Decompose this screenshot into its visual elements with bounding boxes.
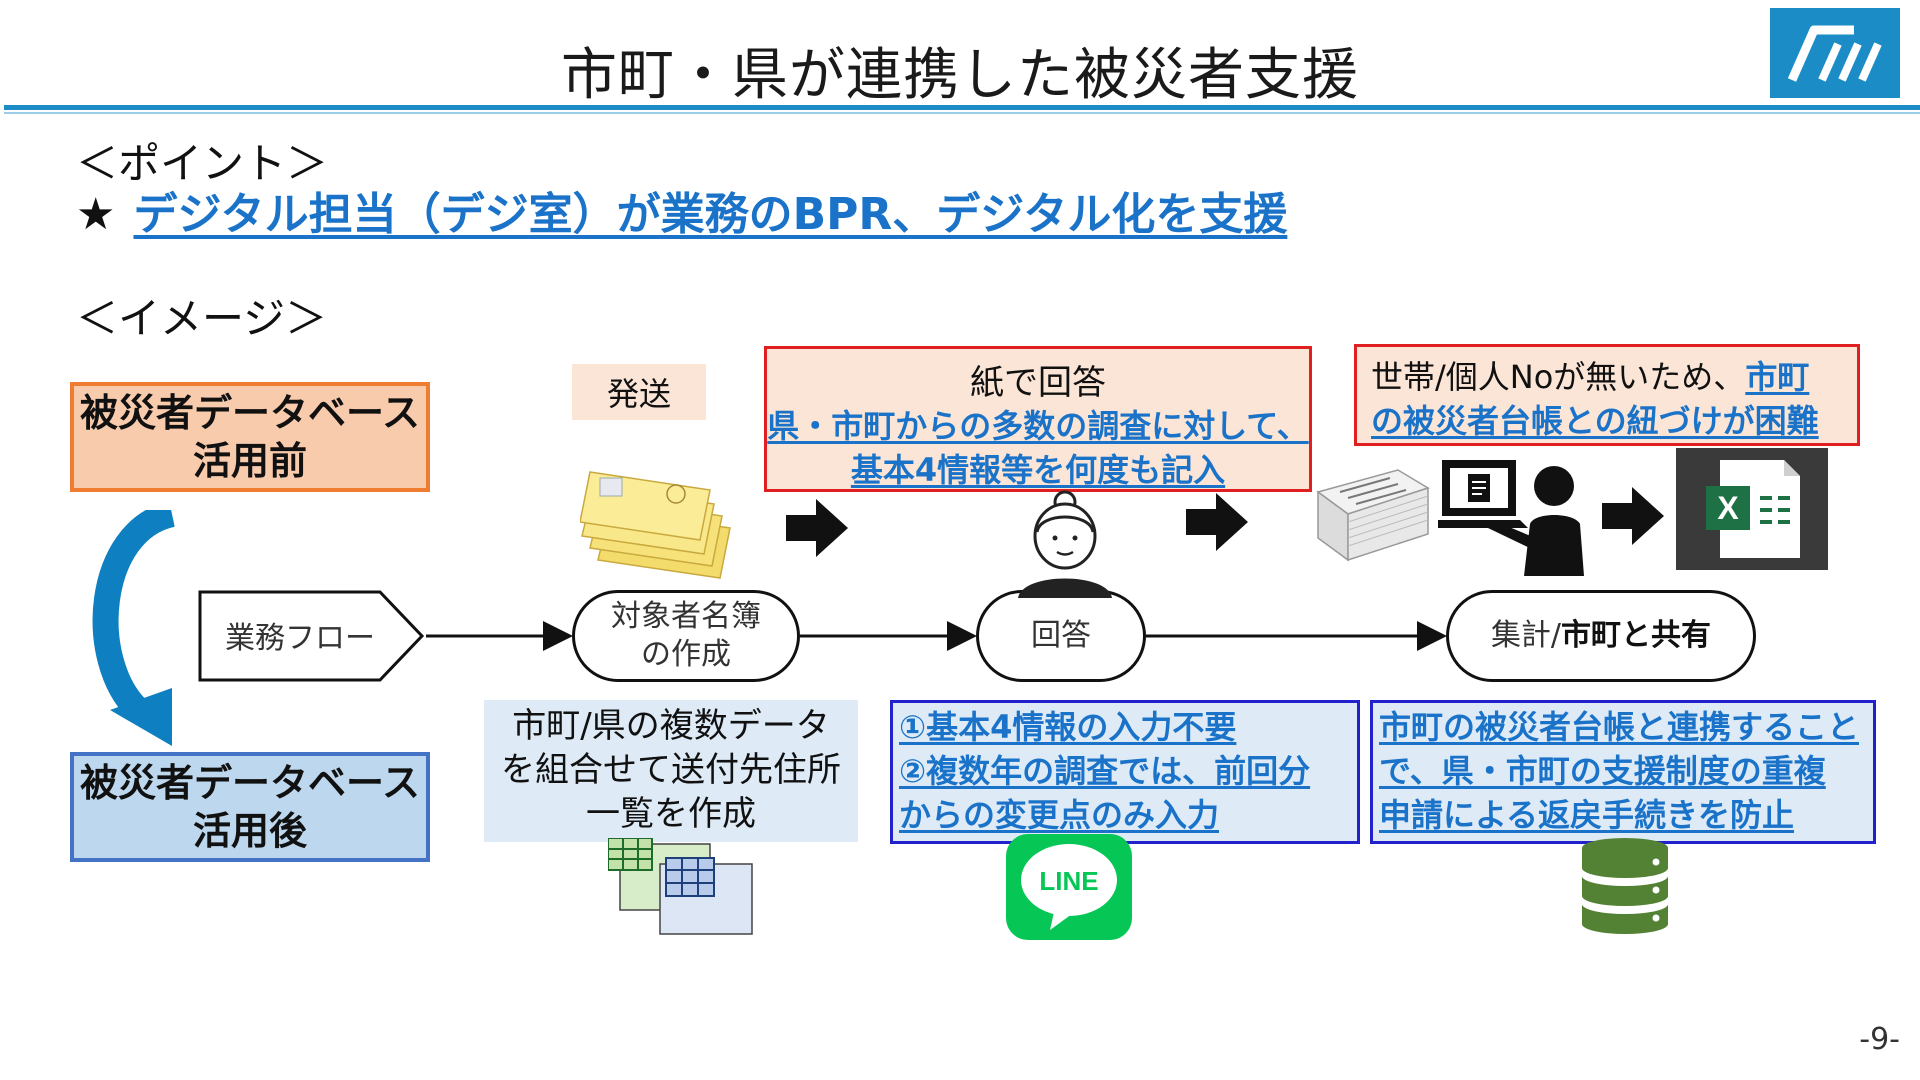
before-box-line1: 被災者データベース	[79, 391, 421, 435]
curved-transition-arrow-icon	[92, 510, 176, 746]
combine-data-box: 市町/県の複数データ を組合せて送付先住所 一覧を作成	[484, 700, 858, 842]
input-box-line2: ②複数年の調査では、前回分	[899, 752, 1311, 790]
right-arrow-icon	[1602, 487, 1664, 545]
line-app-text: LINE	[1039, 866, 1098, 896]
flow-node-answer: 回答	[976, 590, 1146, 682]
flow-node-aggregate-label: 集計/市町と共有	[1491, 617, 1711, 655]
point-text: デジタル担当（デジ室）が業務のBPR、デジタル化を支援	[133, 189, 1288, 240]
database-icon	[1582, 838, 1668, 934]
point-heading: ＜ポイント＞	[76, 139, 329, 188]
combine-box-line3: 一覧を作成	[586, 794, 756, 834]
after-box: 被災者データベース 活用後	[70, 752, 430, 862]
line-app-icon: LINE	[1006, 834, 1132, 940]
page-title: 市町・県が連携した被災者支援	[561, 43, 1359, 108]
title-underline	[4, 105, 1920, 110]
link-box-line1: 市町の被災者台帳と連携すること	[1379, 708, 1860, 746]
flow-node-aggregate: 集計/市町と共有	[1446, 590, 1756, 682]
envelopes-icon	[580, 471, 731, 579]
ledger-link-box: 市町の被災者台帳と連携すること で、県・市町の支援制度の重複 申請による返戻手続…	[1370, 700, 1876, 844]
paper-box-line1: 県・市町からの多数の調査に対して、	[767, 407, 1309, 445]
title-underline-light	[4, 112, 1920, 114]
combine-box-line2: を組合せて送付先住所	[501, 750, 841, 790]
flow-node-create-list-line1: 対象者名簿	[611, 599, 761, 634]
send-label: 発送	[572, 364, 706, 420]
point-line: ★ デジタル担当（デジ室）が業務のBPR、デジタル化を支援	[76, 178, 1287, 242]
right-arrow-icon	[1186, 493, 1248, 551]
paper-answer-box: 紙で回答 県・市町からの多数の調査に対して、 基本4情報等を何度も記入	[764, 346, 1312, 492]
flow-node-answer-label: 回答	[1031, 618, 1091, 653]
image-heading: ＜イメージ＞	[76, 294, 328, 343]
input-reduction-box: ①基本4情報の入力不要 ②複数年の調査では、前回分 からの変更点のみ入力	[890, 700, 1360, 844]
flow-node-create-list: 対象者名簿 の作成	[572, 590, 800, 682]
flow-start-pentagon	[198, 590, 425, 682]
after-box-line2: 活用後	[192, 809, 307, 853]
household-box-link2: の被災者台帳との紐づけが困難	[1371, 402, 1819, 440]
link-box-line3: 申請による返戻手続きを防止	[1379, 796, 1795, 834]
paper-box-body: 県・市町からの多数の調査に対して、 基本4情報等を何度も記入	[767, 404, 1309, 492]
elderly-woman-icon	[1018, 490, 1112, 598]
right-arrow-icon	[786, 499, 848, 557]
input-box-line3: からの変更点のみ入力	[899, 796, 1220, 834]
paper-box-line2: 基本4情報等を何度も記入	[850, 451, 1226, 489]
paper-box-title: 紙で回答	[970, 363, 1106, 403]
flow-start-label: 業務フロー	[225, 621, 375, 656]
page-number: -9-	[1859, 1022, 1900, 1057]
excel-letter: X	[1717, 490, 1739, 526]
prefecture-logo	[1770, 8, 1900, 98]
before-box-line2: 活用前	[192, 439, 307, 483]
household-number-box: 世帯/個人Noが無いため、市町 の被災者台帳との紐づけが困難	[1354, 344, 1860, 446]
pc-user-icon	[1438, 460, 1584, 576]
before-box: 被災者データベース 活用前	[70, 382, 430, 492]
household-box-prefix: 世帯/個人Noが無いため、	[1371, 358, 1746, 396]
combine-box-line1: 市町/県の複数データ	[512, 706, 830, 746]
paper-documents-icon	[1316, 469, 1430, 562]
excel-file-icon: X	[1676, 448, 1828, 570]
star-icon: ★	[76, 189, 116, 240]
aggregate-bold: 市町と共有	[1561, 618, 1712, 653]
aggregate-prefix: 集計/	[1490, 618, 1562, 653]
flow-node-create-list-line2: の作成	[641, 637, 731, 672]
after-box-line1: 被災者データベース	[79, 761, 421, 805]
household-box-link1: 市町	[1745, 358, 1810, 396]
link-box-line2: で、県・市町の支援制度の重複	[1379, 752, 1826, 790]
input-box-line1: ①基本4情報の入力不要	[899, 708, 1237, 746]
spreadsheet-files-icon	[608, 838, 753, 935]
